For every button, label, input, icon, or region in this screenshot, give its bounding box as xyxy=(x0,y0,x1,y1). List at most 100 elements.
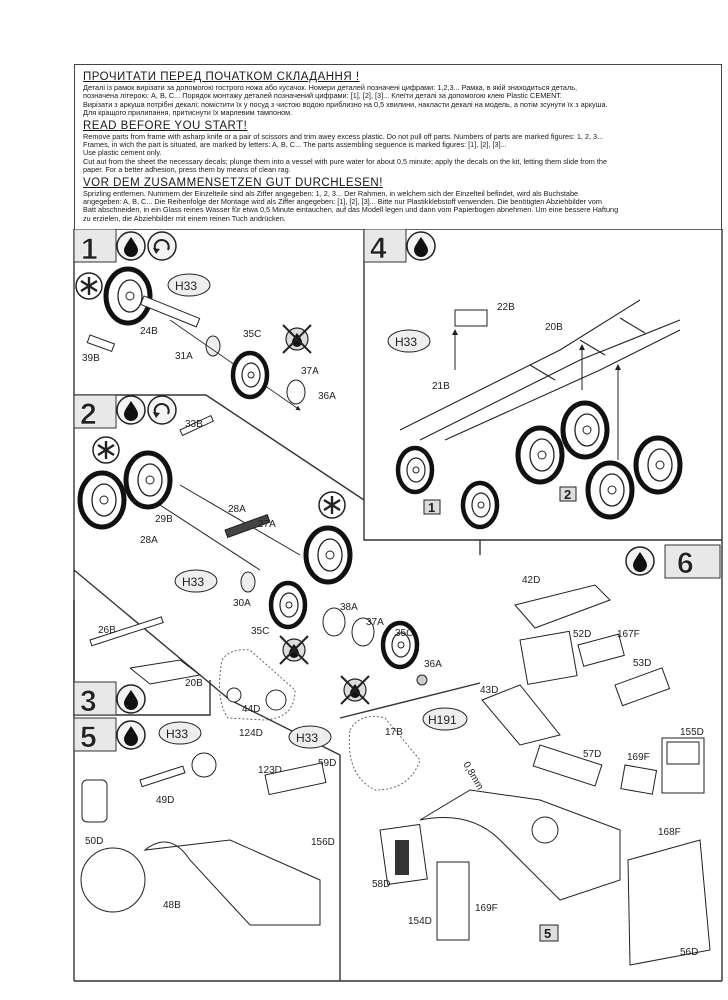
part-label: 39B xyxy=(82,353,100,364)
step-ref: 5 xyxy=(544,926,551,941)
step-ref: 2 xyxy=(564,487,571,502)
part-label: 36A xyxy=(318,391,336,402)
paint-callout xyxy=(158,721,202,745)
no-glue-icon xyxy=(279,635,309,665)
step-badge xyxy=(664,544,721,579)
part-label: 124D xyxy=(239,728,263,739)
part-33b-drawing xyxy=(179,414,215,437)
part-38a-drawing xyxy=(322,607,346,637)
ua-line: позначена літерою: A, B, C... Порядок мо… xyxy=(83,91,563,101)
part-36a-drawing xyxy=(416,674,428,686)
part-label: 53D xyxy=(633,658,651,669)
part-57d-drawing xyxy=(532,744,603,787)
part-label: 49D xyxy=(156,795,174,806)
paint-label: H33 xyxy=(166,727,188,741)
paint-callout xyxy=(387,329,431,353)
step-badge xyxy=(73,229,117,263)
paint-callout xyxy=(167,273,211,297)
part-50d-drawing xyxy=(81,779,108,823)
panel-borders xyxy=(73,229,723,982)
glue-drop-icon xyxy=(116,395,146,425)
steering-wheel-drawing xyxy=(191,752,217,778)
wheel-drawing xyxy=(463,483,497,527)
wheel-drawing xyxy=(126,453,170,507)
part-49d-drawing xyxy=(139,765,186,788)
part-label: 20B xyxy=(185,678,203,689)
paint-callout xyxy=(174,569,218,593)
part-59d-drawing xyxy=(264,762,327,796)
part-27a-drawing xyxy=(224,513,271,539)
de-line: zu erzielen, die Abziehbilder mit einem … xyxy=(83,213,286,223)
en-line: Cut aut from the sheet the necessary dec… xyxy=(83,156,608,166)
part-label: 168F xyxy=(658,827,681,838)
glue-drop-icon xyxy=(116,720,146,750)
wheel-drawing xyxy=(398,448,432,492)
step-number: 6 xyxy=(677,547,694,580)
wheel-drawing xyxy=(306,528,350,582)
part-label: 37A xyxy=(366,617,384,628)
cab-floor-drawing xyxy=(419,789,621,901)
part-label: 57D xyxy=(583,749,601,760)
part-label: 155D xyxy=(680,727,704,738)
part-label: 44D xyxy=(242,704,260,715)
part-39b-drawing xyxy=(86,334,116,353)
wheel-spoke-asterisk-icon xyxy=(91,435,121,465)
part-167f-drawing xyxy=(577,633,625,667)
part-label: 17B xyxy=(385,727,403,738)
assembly-diagram: 1 H33 24B 39B 31A 35C 37A 36A 2 33B 29B … xyxy=(73,229,723,982)
step-ref-badge xyxy=(423,499,441,515)
part-label: 43D xyxy=(480,685,498,696)
paint-callout xyxy=(422,707,468,731)
part-label: 28A xyxy=(228,504,246,515)
part-label: 169F xyxy=(627,752,650,763)
en-title: READ BEFORE YOU START! xyxy=(83,119,248,132)
part-label: 48B xyxy=(163,900,181,911)
paint-label: H33 xyxy=(182,575,204,589)
part-label: 27A xyxy=(258,519,276,530)
wheel-drawing xyxy=(80,473,124,527)
rotate-icon xyxy=(147,231,177,261)
de-line: Sprizling entfernen. Nummern der Einzelt… xyxy=(83,188,579,198)
de-line: Batt abschneiden, in ein Glass reines Wa… xyxy=(83,205,619,215)
de-title: VOR DEM ZUSAMMENSETZEN GUT DURCHLESEN! xyxy=(83,176,383,189)
part-52d-drawing xyxy=(519,630,578,685)
detail-circle xyxy=(80,847,146,913)
part-30a-drawing xyxy=(240,571,256,593)
part-label: 154D xyxy=(408,916,432,927)
part-label: 59D xyxy=(318,758,336,769)
wheel-drawing xyxy=(636,438,680,492)
step-3: 3 26B 20B 44D xyxy=(73,616,296,721)
part-label: 50D xyxy=(85,836,103,847)
en-line: Use plastic cement only. xyxy=(83,148,162,158)
step-1: 1 H33 24B 39B 31A 35C 37A 36A xyxy=(73,229,336,411)
part-label: 156D xyxy=(311,837,335,848)
part-label: 33B xyxy=(185,419,203,430)
part-label: 30A xyxy=(233,598,251,609)
ua-line: Деталі із рамок вирізати за допомогою го… xyxy=(83,83,578,92)
part-label: 56D xyxy=(680,947,698,958)
step-ref: 1 xyxy=(428,500,435,515)
wheel-drawing xyxy=(106,269,150,323)
paint-callout xyxy=(288,725,332,749)
steering-wheel-drawing xyxy=(531,816,559,844)
part-label: 42D xyxy=(522,575,540,586)
step-number: 2 xyxy=(80,398,97,431)
part-label: 36A xyxy=(424,659,442,670)
step-badge xyxy=(73,717,117,752)
step-6: 6 42D 52D 167F 53D 43D H191 17B 0,8mm 57… xyxy=(348,544,721,966)
part-37a-drawing xyxy=(286,379,306,405)
part-label: 20B xyxy=(545,322,563,333)
paint-label: H191 xyxy=(428,713,457,727)
wheel-drawing xyxy=(518,428,562,482)
step-number: 1 xyxy=(81,233,98,266)
en-line: Remove parts from frame with asharp knif… xyxy=(83,131,604,141)
step-2: 2 33B 29B 28A 28A 27A H33 30A 35C 38A 37… xyxy=(73,394,442,705)
part-31a-drawing xyxy=(205,335,221,357)
part-label: 35C xyxy=(395,628,413,639)
step-ref-badge xyxy=(559,486,577,502)
no-glue-icon xyxy=(282,324,312,354)
wheel-spoke-asterisk-icon xyxy=(74,271,104,301)
part-label: 58D xyxy=(372,879,390,890)
part-154d-drawing xyxy=(436,861,470,941)
part-label: 29B xyxy=(155,514,173,525)
